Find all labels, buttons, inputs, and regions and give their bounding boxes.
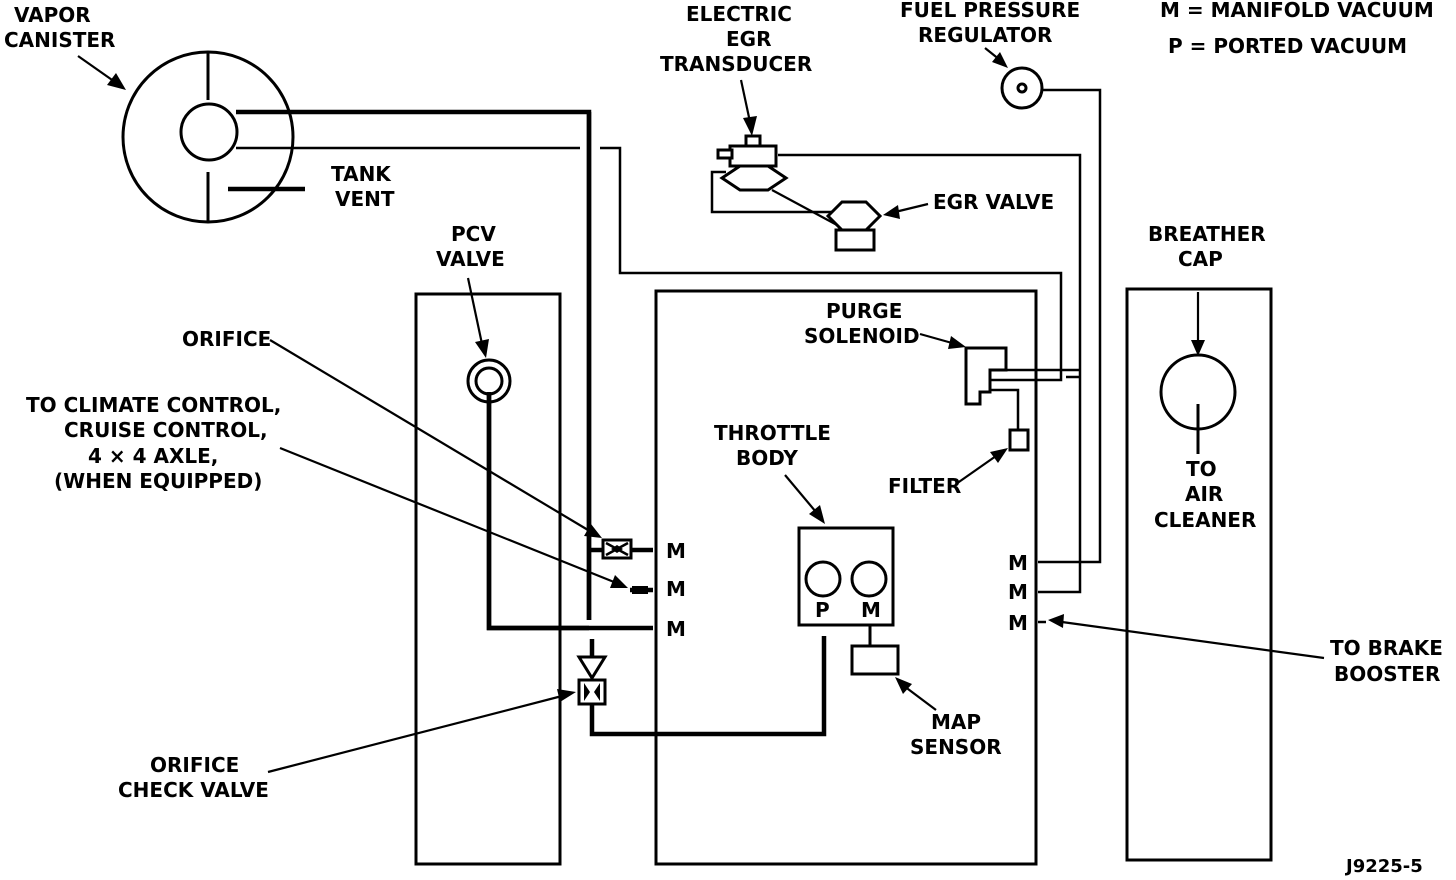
egr-transducer-hose: [778, 153, 1082, 594]
right-port-3: M: [1008, 611, 1028, 635]
left-port-3: M: [666, 617, 686, 641]
legend-manifold-vacuum: M = MANIFOLD VACUUM: [1160, 0, 1434, 22]
orifice-label: ORIFICE: [182, 327, 271, 351]
orifice-check-valve-label-line2: CHECK VALVE: [118, 778, 269, 802]
pcv-valve-label-line2: VALVE: [436, 247, 505, 271]
throttle-body-label-line1: THROTTLE: [714, 421, 831, 445]
figure-id: J9225-5: [1344, 856, 1423, 877]
left-port-2: M: [666, 577, 686, 601]
egr-transducer-label-line3: TRANSDUCER: [660, 52, 812, 76]
right-port-1: M: [1008, 551, 1028, 575]
breather-cap-label-line1: BREATHER: [1148, 222, 1266, 246]
breather-cap-label: BREATHER CAP: [1148, 222, 1266, 271]
air-cleaner-label-line1: TO: [1186, 457, 1217, 481]
pcv-hose: [486, 392, 653, 631]
vapor-canister-label: VAPOR CANISTER: [4, 3, 115, 52]
fuel-regulator-label-line2: REGULATOR: [918, 23, 1052, 47]
tank-vent-label: TANK VENT: [331, 162, 395, 211]
right-port-2: M: [1008, 580, 1028, 604]
egr-transducer-label: ELECTRIC EGR TRANSDUCER: [660, 2, 812, 76]
purge-solenoid-label: PURGE SOLENOID: [804, 299, 920, 348]
climate-control-label-line2: CRUISE CONTROL,: [64, 418, 268, 442]
canister-purge-hose-b: [600, 146, 1063, 382]
left-port-1: M: [666, 539, 686, 563]
fuel-regulator-hose: [1038, 88, 1102, 564]
vapor-canister: [121, 50, 305, 224]
brake-booster-label-line1: TO BRAKE: [1330, 636, 1443, 660]
engine-block: [654, 289, 1038, 866]
orifice: [601, 538, 633, 560]
to-brake-booster-label: TO BRAKE BOOSTER: [1330, 636, 1443, 686]
vapor-canister-label-line1: VAPOR: [14, 3, 91, 27]
map-sensor: [850, 644, 900, 676]
climate-control-label: TO CLIMATE CONTROL, CRUISE CONTROL, 4 × …: [26, 393, 281, 493]
purge-filter-hose: [990, 388, 1020, 430]
egr-transducer-label-line2: EGR: [726, 27, 771, 51]
throttle-port-p: P: [815, 598, 830, 622]
throttle-body-label-line2: BODY: [736, 446, 798, 470]
climate-control-label-line3: 4 × 4 AXLE,: [88, 444, 218, 468]
egr-transducer-label-line1: ELECTRIC: [686, 2, 792, 26]
orifice-check-valve-label-line1: ORIFICE: [150, 753, 239, 777]
throttle-port-m: M: [861, 598, 881, 622]
pcv-valve-label: PCV VALVE: [436, 222, 505, 271]
egr-transducer: [716, 134, 789, 192]
fuel-pressure-regulator: [1000, 66, 1044, 110]
vapor-canister-label-line2: CANISTER: [4, 28, 115, 52]
throttle-body-label: THROTTLE BODY: [714, 421, 831, 470]
breather-cap: [1159, 292, 1237, 454]
ported-vacuum-hose: [589, 636, 827, 737]
egr-valve-label: EGR VALVE: [933, 190, 1054, 214]
orifice-check-valve: [576, 655, 608, 706]
purge-solenoid-label-line1: PURGE: [826, 299, 902, 323]
orifice-check-valve-label: ORIFICE CHECK VALVE: [118, 753, 269, 802]
air-cleaner-label-line2: AIR: [1185, 482, 1223, 506]
legend-ported-vacuum: P = PORTED VACUUM: [1168, 34, 1407, 58]
to-air-cleaner-label: TO AIR CLEANER: [1154, 457, 1256, 532]
air-cleaner-label-line3: CLEANER: [1154, 508, 1256, 532]
tank-vent-label-line2: VENT: [335, 187, 395, 211]
filter-label: FILTER: [888, 474, 961, 498]
purge-solenoid: [964, 346, 1008, 406]
left-manifold-block: [414, 292, 562, 866]
purge-solenoid-label-line2: SOLENOID: [804, 324, 920, 348]
climate-control-label-line1: TO CLIMATE CONTROL,: [26, 393, 281, 417]
map-sensor-label-line2: SENSOR: [910, 735, 1002, 759]
fuel-pressure-regulator-label: FUEL PRESSURE REGULATOR: [900, 0, 1080, 47]
egr-valve: [825, 200, 883, 252]
climate-control-fitting: [632, 586, 648, 594]
pcv-valve: [466, 358, 512, 404]
air-cleaner-block: [1125, 287, 1273, 862]
brake-booster-label-line2: BOOSTER: [1334, 662, 1440, 686]
climate-control-label-line4: (WHEN EQUIPPED): [54, 469, 262, 493]
egr-vacuum-loop: [710, 170, 838, 214]
pcv-valve-label-line1: PCV: [451, 222, 496, 246]
map-sensor-label: MAP SENSOR: [910, 710, 1002, 759]
purge-filter: [1008, 428, 1030, 452]
throttle-body: [797, 526, 895, 627]
breather-cap-label-line2: CAP: [1178, 247, 1223, 271]
tank-vent-label-line1: TANK: [331, 162, 392, 186]
map-sensor-label-line1: MAP: [931, 710, 981, 734]
fuel-regulator-label-line1: FUEL PRESSURE: [900, 0, 1080, 22]
